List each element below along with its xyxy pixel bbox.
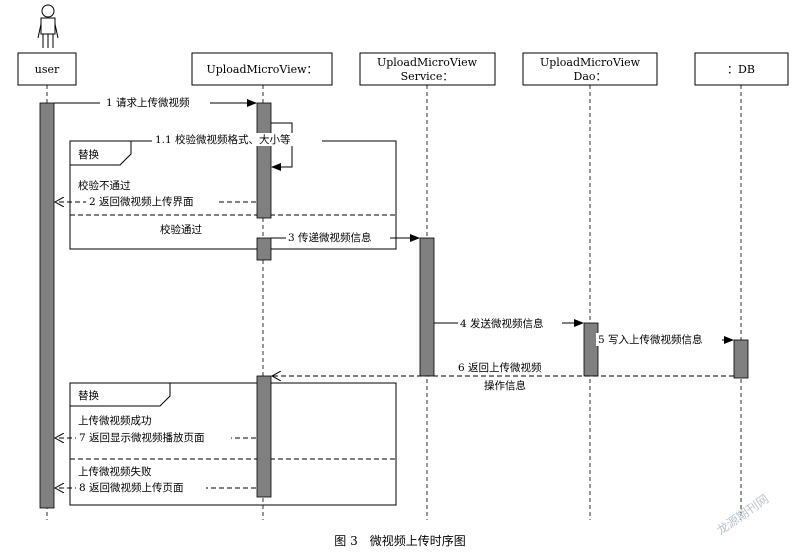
message-label: 7 返回显示微视频播放页面 [79, 431, 205, 444]
activation-dao [583, 322, 599, 377]
message-4: 4 发送微视频信息 [434, 316, 584, 330]
message-label: 3 传递微视频信息 [288, 231, 372, 244]
guard-label: 上传微视频成功 [78, 414, 152, 427]
message-label: 4 发送微视频信息 [460, 317, 544, 330]
lifeline-head-service: UploadMicroView Service： [359, 52, 496, 86]
lifeline-head-dao: UploadMicroView Dao： [522, 52, 658, 86]
message-3: 3 传递微视频信息 [271, 231, 420, 244]
figure-caption: 图 3 微视频上传时序图 [334, 533, 465, 548]
activation-view-2 [256, 237, 272, 261]
guard-label: 上传微视频失败 [78, 465, 152, 478]
message-7: 7 返回显示微视频播放页面 [55, 431, 256, 444]
alt-fragment-1: 替换 校验不通过 校验通过 [69, 140, 397, 250]
actor-icon [37, 4, 59, 48]
activation-db [733, 339, 749, 379]
lifeline-head-db: ：DB [694, 52, 789, 86]
lifeline-label: user [35, 63, 60, 76]
activation-view-1 [256, 102, 272, 219]
message-label: 5 写入上传微视频信息 [598, 333, 703, 346]
fragment-operator: 替换 [78, 148, 99, 161]
message-label: 1 请求上传微视频 [106, 96, 190, 109]
lifeline-label: UploadMicroView [377, 56, 478, 69]
message-2: 2 返回微视频上传界面 [55, 195, 256, 208]
watermark: 龙源期刊网 [714, 492, 771, 538]
activation-view-3 [256, 375, 272, 498]
activation-service [419, 237, 435, 377]
fragment-operator: 替换 [78, 389, 99, 402]
message-label: 6 返回上传微视频 [458, 361, 542, 374]
message-label: 操作信息 [484, 379, 526, 392]
alt-fragment-2: 替换 上传微视频成功 上传微视频失败 [69, 382, 397, 506]
guard-label: 校验通过 [160, 223, 202, 236]
message-label: 1.1 校验微视频格式、大小等 [155, 133, 291, 146]
message-6: 6 返回上传微视频 操作信息 [272, 361, 734, 392]
message-label: 8 返回微视频上传页面 [79, 481, 184, 494]
message-label: 2 返回微视频上传界面 [89, 195, 194, 208]
activation-user [39, 102, 55, 509]
message-8: 8 返回微视频上传页面 [55, 481, 256, 494]
lifeline-label: UploadMicroView [540, 56, 641, 69]
lifeline-label: ：DB [727, 63, 755, 76]
lifeline-head-view: UploadMicroView： [191, 52, 333, 86]
message-1: 1 请求上传微视频 [54, 96, 257, 109]
lifeline-head-user: user [17, 52, 77, 86]
lifeline-label: Service： [401, 70, 454, 83]
message-1-1: 1.1 校验微视频格式、大小等 [152, 122, 322, 171]
guard-label: 校验不通过 [78, 179, 131, 192]
lifeline-label: Dao： [574, 70, 607, 83]
message-5: 5 写入上传微视频信息 [596, 333, 734, 346]
lifeline-label: UploadMicroView： [206, 63, 317, 76]
